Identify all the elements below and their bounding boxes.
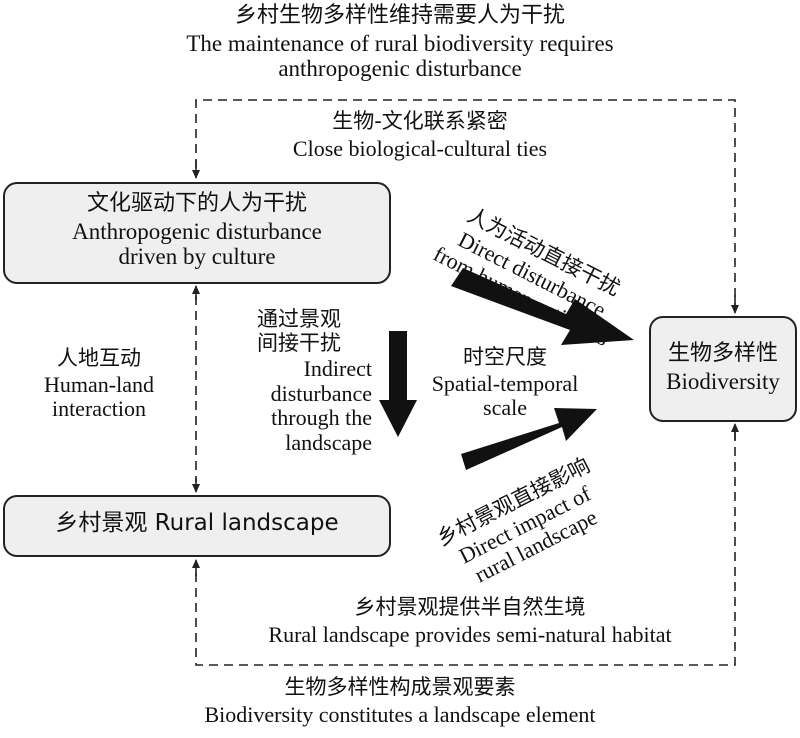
bottom-en: Biodiversity constitutes a landscape ele… — [204, 701, 596, 727]
direct-human-arrow — [451, 268, 634, 345]
culture-box-text: 文化驱动下的人为干扰 Anthropogenic disturbance dri… — [5, 191, 389, 270]
human-land-en-line2: interaction — [51, 396, 147, 422]
title-zh: 乡村生物多样性维持需要人为干扰 — [234, 3, 565, 28]
scale-label: 时空尺度 Spatial-temporal scale — [410, 345, 600, 421]
indirect-zh-line2: 间接干扰 — [257, 330, 341, 355]
top-loop-label: 生物-文化联系紧密 Close biological-cultural ties — [270, 109, 570, 161]
direct-landscape-arrow — [461, 408, 597, 470]
habitat-en: Rural landscape provides semi-natural ha… — [268, 621, 672, 647]
indirect-en-line1: Indirect — [303, 356, 372, 382]
landscape-box-text: 乡村景观 Rural landscape — [5, 510, 389, 537]
human-land-zh: 人地互动 — [57, 346, 141, 370]
habitat-label: 乡村景观提供半自然生境 Rural landscape provides sem… — [190, 595, 750, 647]
scale-zh: 时空尺度 — [463, 345, 547, 369]
biodiversity-box-text: 生物多样性 Biodiversity — [651, 341, 795, 394]
scale-en-line1: Spatial-temporal — [431, 370, 579, 396]
landscape-label: 乡村景观 Rural landscape — [55, 510, 339, 536]
title-en-line2: anthropogenic disturbance — [278, 56, 522, 82]
scale-en-line2: scale — [483, 395, 527, 421]
indirect-en-line4: landscape — [285, 429, 372, 455]
bottom-label: 生物多样性构成景观要素 Biodiversity constitutes a l… — [0, 675, 800, 727]
bottom-loop-connector — [195, 432, 736, 666]
culture-zh: 文化驱动下的人为干扰 — [86, 191, 307, 216]
culture-box: 文化驱动下的人为干扰 Anthropogenic disturbance dri… — [3, 182, 391, 284]
indirect-zh-line1: 通过景观 — [257, 307, 341, 331]
indirect-label: 通过景观 间接干扰 Indirect disturbance through t… — [226, 307, 372, 456]
indirect-en-line3: through the — [271, 405, 372, 431]
human-land-label: 人地互动 Human-land interaction — [18, 346, 180, 422]
human-land-en-line1: Human-land — [44, 371, 154, 397]
indirect-arrow — [379, 331, 417, 437]
biodiversity-zh: 生物多样性 — [667, 341, 778, 366]
habitat-zh: 乡村景观提供半自然生境 — [354, 595, 586, 619]
top-loop-label-zh: 生物-文化联系紧密 — [332, 109, 508, 133]
culture-en-line1: Anthropogenic disturbance — [72, 218, 322, 244]
biodiversity-en: Biodiversity — [666, 368, 780, 394]
title-block: 乡村生物多样性维持需要人为干扰 The maintenance of rural… — [0, 3, 800, 82]
landscape-box: 乡村景观 Rural landscape — [3, 495, 391, 557]
top-loop-connector — [195, 99, 736, 305]
top-loop-label-en: Close biological-cultural ties — [292, 135, 548, 161]
bottom-zh: 生物多样性构成景观要素 — [284, 675, 516, 699]
title-en-line1: The maintenance of rural biodiversity re… — [186, 30, 614, 56]
biodiversity-box: 生物多样性 Biodiversity — [649, 316, 797, 422]
indirect-en-line2: disturbance — [270, 380, 372, 406]
culture-en-line2: driven by culture — [118, 244, 276, 270]
